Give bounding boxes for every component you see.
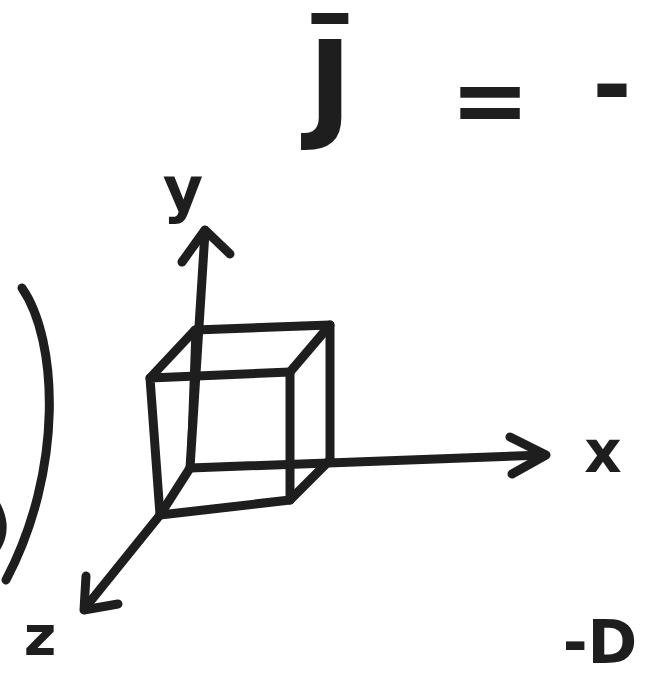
x-axis bbox=[190, 455, 545, 468]
axis-label: -D bbox=[563, 612, 638, 672]
axis-label: y bbox=[163, 159, 203, 221]
bracket bbox=[0, 505, 2, 548]
z-axis bbox=[85, 515, 160, 608]
y-axis bbox=[190, 232, 205, 468]
axis-label: z bbox=[24, 608, 57, 664]
bracket bbox=[6, 288, 49, 580]
arrow-head bbox=[510, 437, 546, 474]
cube bbox=[150, 325, 330, 515]
equation-text: = bbox=[450, 53, 530, 148]
equation-text: J̄ bbox=[308, 25, 353, 145]
arrow-head bbox=[84, 576, 118, 610]
axis-label: x bbox=[584, 423, 621, 481]
arrow-head bbox=[182, 230, 230, 262]
equation-text: - bbox=[592, 38, 631, 133]
